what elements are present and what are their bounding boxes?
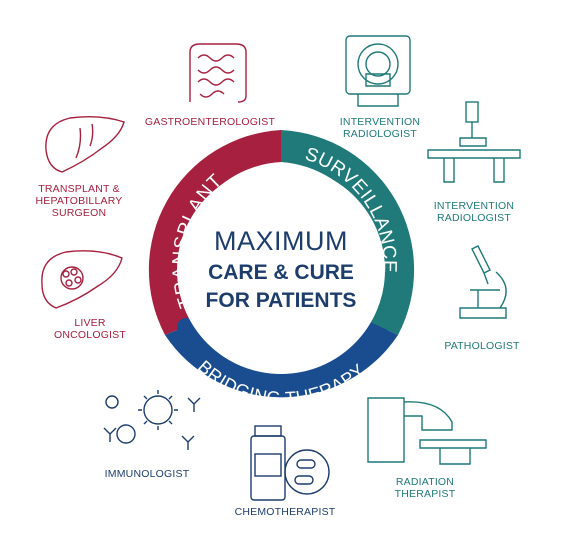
liver-icon	[45, 115, 125, 173]
immunologist-label: IMMUNOLOGIST	[104, 468, 190, 480]
linear-accelerator-icon	[367, 397, 487, 465]
mri-scanner-icon	[345, 35, 411, 107]
intervention-radiologist-label-1: INTERVENTION RADIOLOGIST	[339, 116, 421, 140]
liver-tumor-icon	[41, 250, 123, 309]
intestine-icon	[189, 43, 247, 103]
microscope-icon	[459, 245, 507, 319]
gastroenterologist-label: GASTROENTEROLOGIST	[144, 116, 276, 128]
center-title-2: CARE & CURE	[208, 261, 354, 284]
angiography-machine-icon	[427, 101, 521, 183]
center-title-1: MAXIMUM	[214, 226, 348, 256]
center-title-3: FOR PATIENTS	[205, 289, 357, 312]
pathologist-label: PATHOLOGIST	[444, 340, 520, 352]
chemotherapist-label: CHEMOTHERAPIST	[234, 506, 336, 518]
bridging-segment	[165, 320, 398, 398]
liver-oncologist-label: LIVER ONCOLOGIST	[53, 317, 126, 341]
intervention-radiologist-label-2: INTERVENTION RADIOLOGIST	[433, 200, 515, 224]
transplant-surgeon-label: TRANSPLANT & HEPATOBILLARY SURGEON	[35, 183, 123, 219]
radiation-therapist-label: RADIATION THERAPIST	[394, 476, 456, 500]
virus-antibody-icon	[103, 390, 201, 450]
pill-bottle-icon	[250, 425, 330, 501]
puzzle-knob-left	[177, 318, 195, 336]
